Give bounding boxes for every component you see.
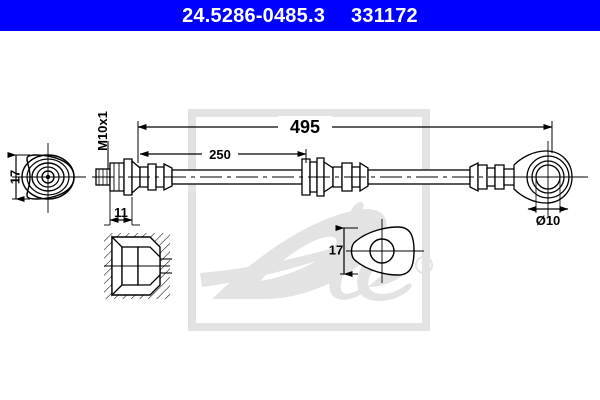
thread-spec-label: M10x1 bbox=[95, 111, 110, 151]
header-bar: 24.5286-0485.3 331172 bbox=[0, 0, 600, 31]
banjo-bore-dimension bbox=[527, 177, 569, 213]
overall-length-dimension bbox=[137, 121, 553, 163]
overall-length-value: 495 bbox=[290, 117, 320, 137]
left-eye-width-value: 17 bbox=[7, 170, 22, 184]
right-banjo-centerlines bbox=[506, 141, 588, 217]
fitting-cross-section-view bbox=[104, 233, 172, 299]
technical-drawing-area: R bbox=[0, 31, 600, 400]
svg-text:R: R bbox=[421, 261, 427, 271]
header-title-group: 24.5286-0485.3 331172 bbox=[0, 0, 600, 31]
left-eyelet-end-view bbox=[12, 143, 86, 213]
bracket-width-dimension bbox=[335, 225, 358, 277]
segment-length-value: 250 bbox=[209, 147, 231, 162]
bracket-width-value: 17 bbox=[329, 242, 343, 257]
bracket-centerlines bbox=[346, 219, 424, 283]
left-eye-width-dimension bbox=[7, 152, 30, 202]
banjo-bore-value: Ø10 bbox=[536, 213, 561, 228]
drawing-svg: R bbox=[7, 109, 588, 331]
reference-number-label: 331172 bbox=[351, 4, 418, 27]
fitting-length-value: 11 bbox=[114, 205, 128, 220]
ate-watermark: R bbox=[188, 109, 433, 331]
hose-side-elevation bbox=[95, 157, 519, 197]
part-number-label: 24.5286-0485.3 bbox=[182, 4, 326, 27]
fitting-length-dimension bbox=[104, 191, 140, 226]
